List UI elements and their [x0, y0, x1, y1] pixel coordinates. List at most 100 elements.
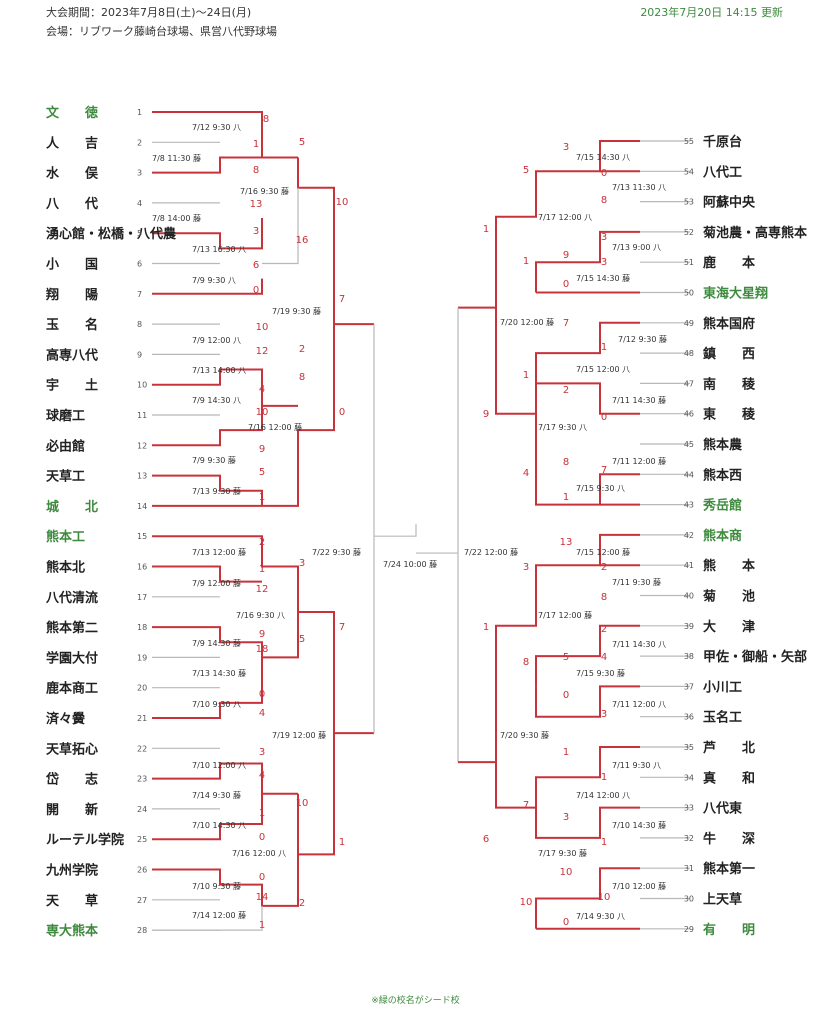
team-name: 天草工: [46, 469, 85, 485]
team-name: 甲佐・御船・矢部: [703, 649, 807, 665]
team-name: 千原台: [703, 134, 742, 150]
team-number: 11: [137, 411, 147, 420]
score: 5: [259, 467, 265, 478]
team-number: 32: [684, 834, 694, 843]
bracket-line: [152, 762, 298, 795]
match-date: 7/14 12:00 八: [576, 791, 630, 800]
score: 16: [296, 235, 309, 246]
score: 3: [563, 142, 569, 153]
match-date: 7/13 12:00 藤: [192, 547, 246, 557]
team-name: 玉 名: [46, 317, 98, 333]
score: 1: [523, 370, 529, 381]
team-number: 44: [684, 470, 694, 479]
score: 4: [601, 652, 607, 663]
team-number: 20: [137, 684, 147, 693]
team-number: 34: [684, 773, 694, 782]
score: 8: [563, 457, 569, 468]
team-number: 50: [684, 289, 694, 298]
score: 1: [259, 808, 265, 819]
score: 1: [601, 342, 607, 353]
team-name: 東海大星翔: [703, 286, 768, 302]
score: 14: [256, 892, 269, 903]
score: 9: [259, 444, 265, 455]
match-date: 7/13 9:00 八: [612, 243, 661, 252]
team-number: 18: [137, 623, 147, 632]
match-date: 7/9 12:00 藤: [192, 578, 241, 588]
bracket-line: [152, 278, 263, 295]
match-date: 7/22 9:30 藤: [312, 547, 361, 557]
bracket-line: [152, 218, 263, 250]
bracket-line: [152, 854, 299, 907]
match-date: 7/10 14:30 藤: [612, 820, 666, 830]
team-name: 八代工: [702, 164, 742, 180]
match-date: 7/17 12:00 藤: [538, 610, 592, 620]
bracket-line: [374, 524, 417, 537]
team-number: 1: [137, 108, 142, 117]
match-date: 7/8 11:30 藤: [152, 153, 201, 163]
score: 0: [601, 412, 607, 423]
score: 0: [253, 285, 259, 296]
bracket-lines: [152, 111, 690, 931]
match-date: 7/15 9:30 藤: [576, 668, 625, 678]
score: 10: [336, 197, 349, 208]
team-name: 上天草: [703, 892, 742, 908]
match-date: 7/16 12:00 八: [232, 849, 286, 858]
score: 1: [601, 772, 607, 783]
team-name: 菊 池: [703, 589, 755, 605]
team-number: 2: [137, 138, 142, 147]
score: 2: [299, 898, 305, 909]
score: 5: [299, 634, 305, 645]
bracket-line: [152, 474, 263, 506]
match-date: 7/13 14:00 八: [192, 366, 246, 375]
bracket-line: [152, 405, 263, 447]
bracket-line: [262, 187, 299, 265]
match-date: 7/14 12:00 藤: [192, 910, 246, 920]
score: 1: [259, 564, 265, 575]
bracket-line: [535, 624, 640, 687]
team-number: 12: [137, 441, 147, 450]
match-date: 7/11 12:00 藤: [612, 456, 666, 466]
score: 0: [563, 279, 569, 290]
score: 3: [601, 709, 607, 720]
bracket-line: [152, 368, 298, 407]
team-name: 熊 本: [703, 558, 755, 574]
team-name: 岱 志: [45, 772, 98, 788]
team-name: 城 北: [46, 499, 98, 515]
score: 2: [601, 624, 607, 635]
score: 7: [563, 318, 569, 329]
score: 2: [299, 344, 305, 355]
match-date: 7/13 14:30 藤: [192, 668, 246, 678]
score: 1: [563, 492, 569, 503]
team-name: 熊本農: [703, 437, 743, 453]
score: 3: [299, 558, 305, 569]
team-number: 47: [684, 379, 694, 388]
team-name: 天 草: [46, 893, 98, 909]
score: 1: [259, 920, 265, 931]
match-date: 7/9 9:30 八: [192, 276, 236, 285]
score: 1: [483, 224, 489, 235]
team-number: 5: [137, 229, 142, 238]
bracket-line: [458, 533, 640, 764]
score: 10: [296, 798, 309, 809]
match-date: 7/10 9:30 藤: [192, 881, 241, 891]
team-name: 鹿本商工: [46, 681, 98, 697]
team-name: 真 和: [703, 770, 755, 786]
team-name: 南 稜: [703, 376, 756, 392]
team-number: 55: [684, 137, 694, 146]
match-date: 7/13 11:30 八: [612, 183, 666, 192]
match-date: 7/12 9:30 八: [192, 123, 241, 132]
match-date: 7/9 12:00 八: [192, 336, 241, 345]
score: 7: [601, 465, 607, 476]
match-date: 7/19 9:30 藤: [272, 306, 321, 316]
team-name: 菊池農・高専熊本: [703, 225, 807, 241]
bracket-line: [152, 565, 262, 583]
score: 10: [520, 897, 533, 908]
tournament-venue: 会場：リブワーク藤崎台球場、県営八代野球場: [46, 25, 277, 38]
team-name: 熊本第二: [46, 620, 98, 636]
team-number: 28: [137, 926, 147, 935]
match-date: 7/9 14:30 藤: [192, 638, 241, 648]
team-name: 学園大付: [46, 650, 98, 666]
match-date: 7/20 9:30 藤: [500, 730, 549, 740]
score: 4: [259, 708, 265, 719]
team-number: 3: [137, 169, 142, 178]
